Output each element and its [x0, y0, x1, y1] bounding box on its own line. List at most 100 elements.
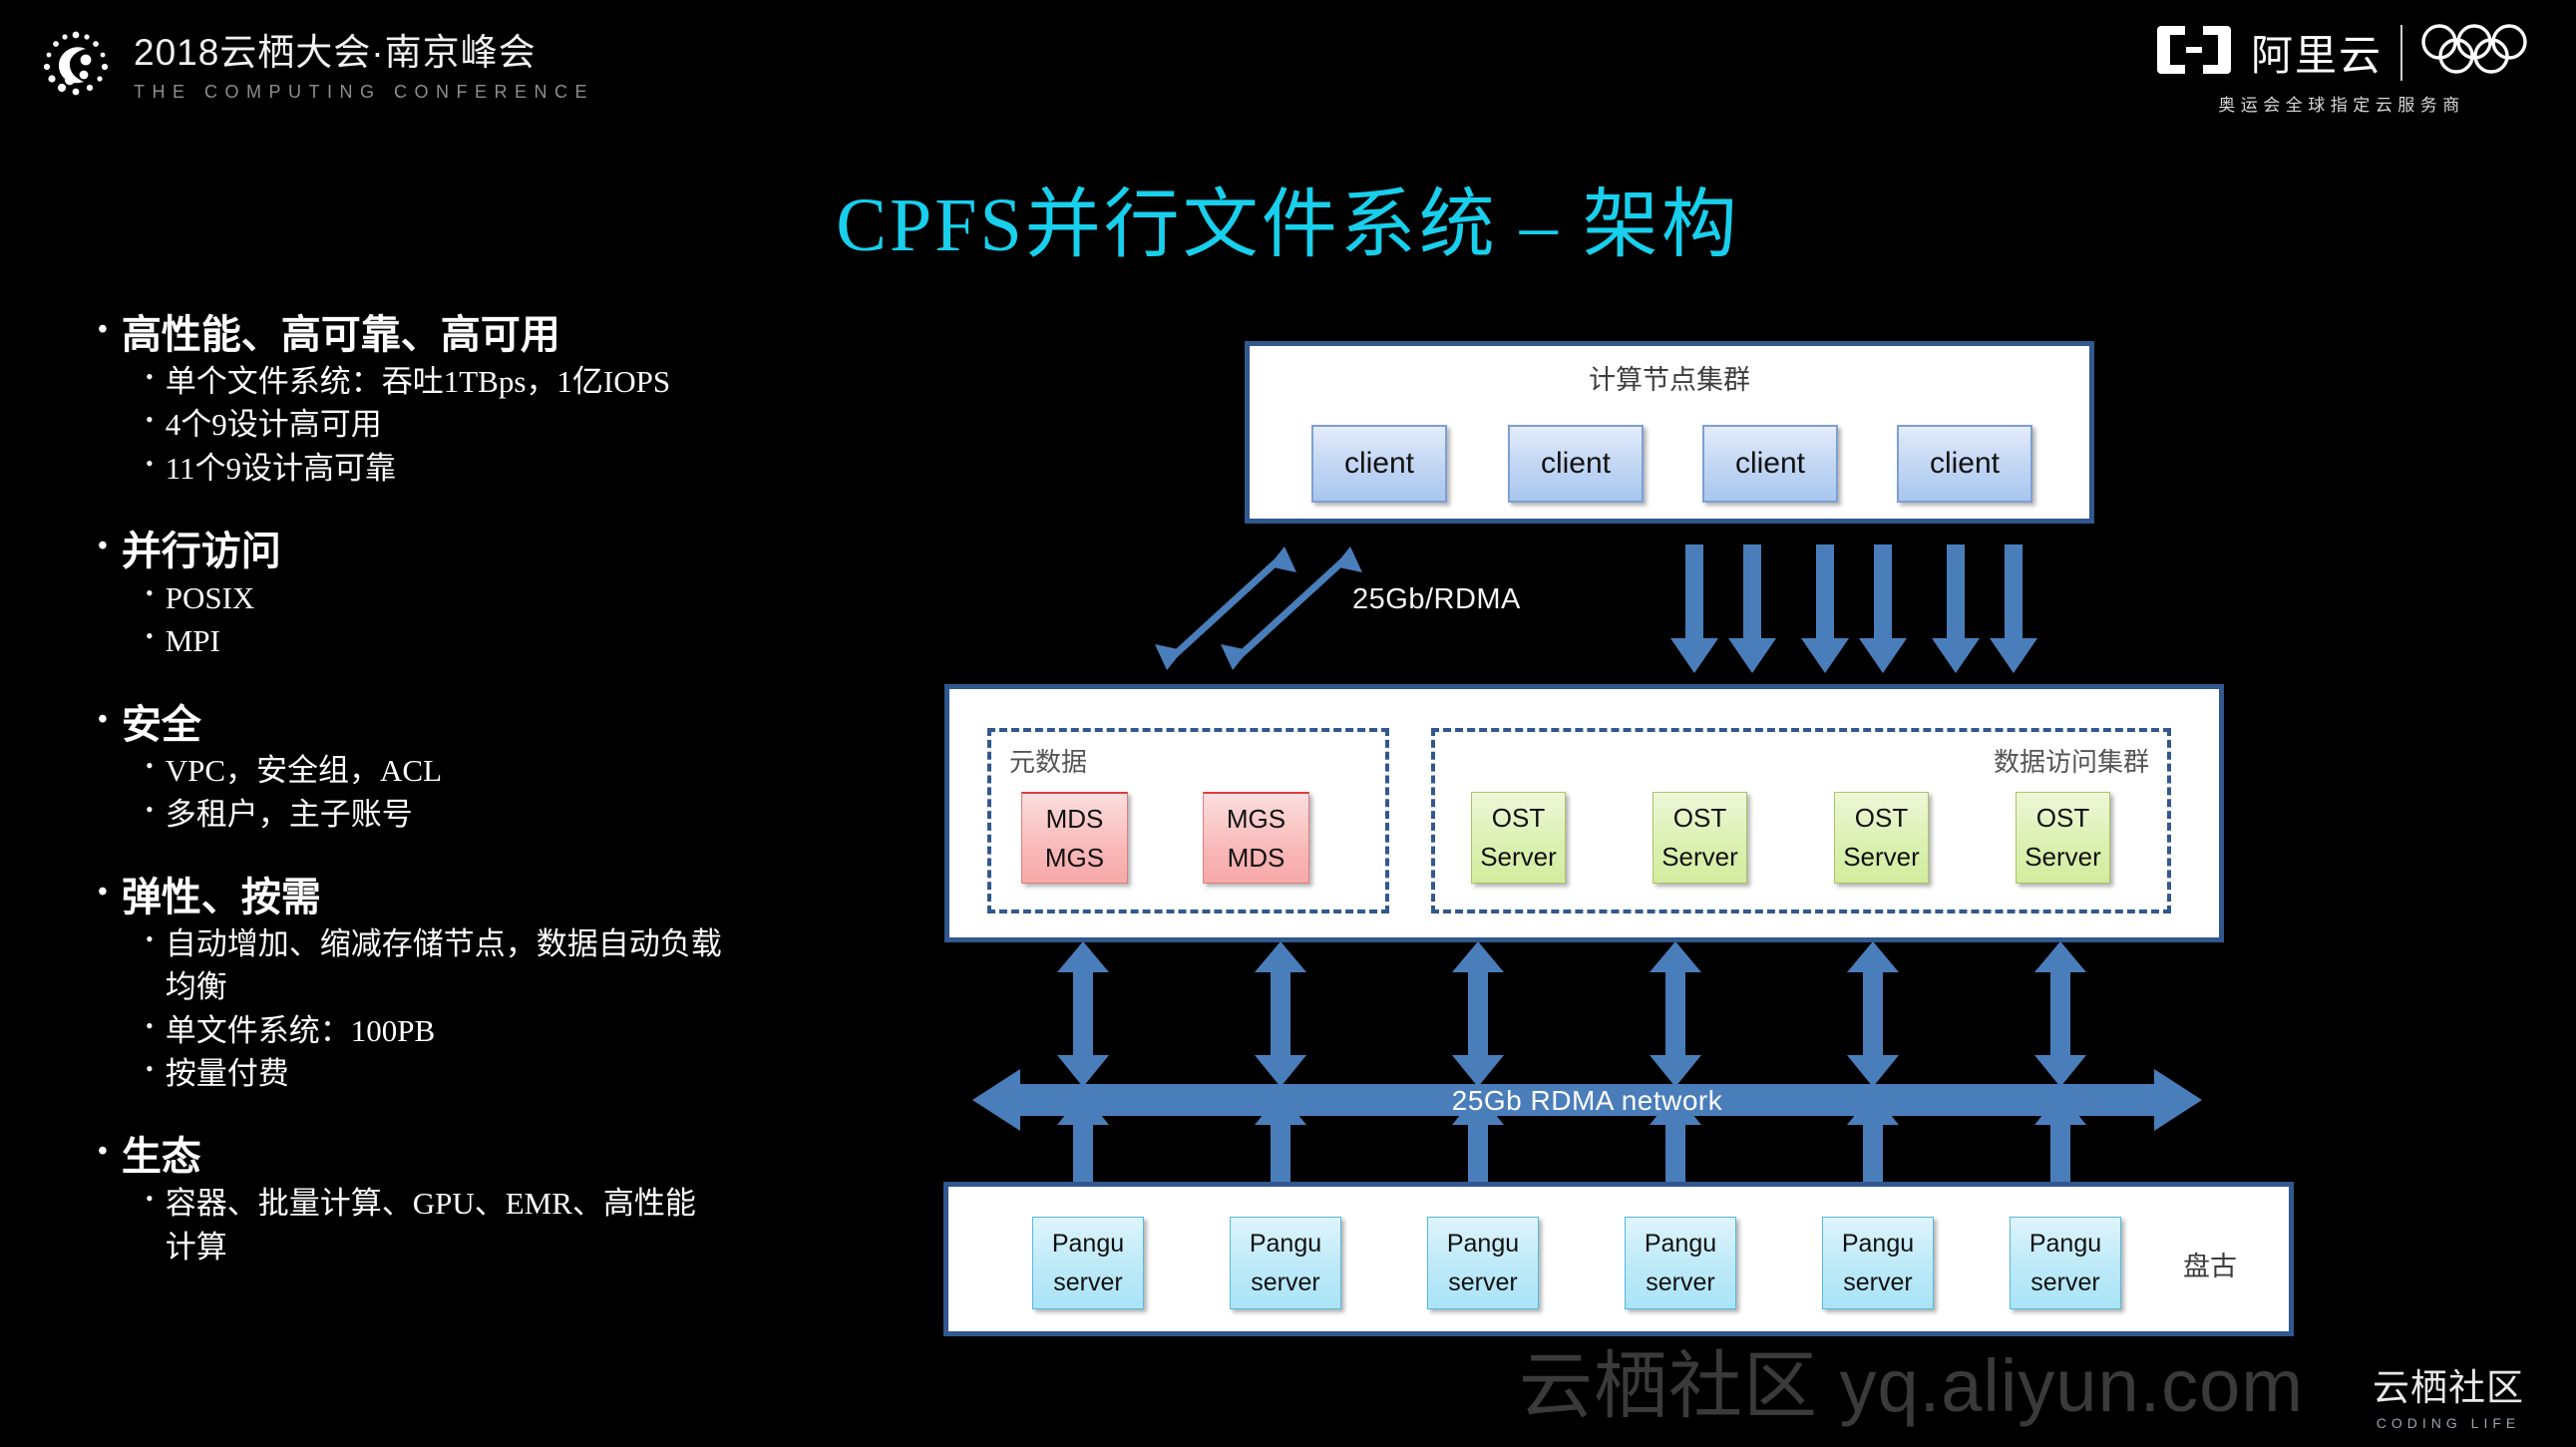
bullet-group: • 安全 • VPC，安全组，ACL • 多租户，主子账号	[98, 701, 896, 837]
bullet-sub-item: • 容器、批量计算、GPU、EMR、高性能计算	[146, 1182, 896, 1268]
pangu-node-line1: Pangu	[1644, 1229, 1717, 1258]
yunqi-logo-tagline: CODING LIFE	[2376, 1415, 2521, 1431]
bullet-dot-icon: •	[146, 579, 154, 605]
aliyun-brand: 阿里云 奥运会全球指定云服务商	[2155, 22, 2528, 116]
ost-node-line2: Server	[1843, 842, 1920, 872]
bullet-group: • 生态 • 容器、批量计算、GPU、EMR、高性能计算	[98, 1133, 896, 1268]
bullet-sub-item: • 11个9设计高可靠	[146, 447, 896, 490]
bullet-sub-item: • 单个文件系统：吞吐1TBps，1亿IOPS	[146, 360, 896, 403]
pangu-node-line1: Pangu	[1249, 1229, 1322, 1258]
bullet-heading: • 并行访问	[98, 528, 281, 573]
yunqi-logo-label: 云栖社区	[2373, 1367, 2524, 1408]
bullet-dot-icon: •	[98, 703, 108, 735]
client-node[interactable]: client	[1311, 425, 1447, 503]
pangu-node-line2: server	[1646, 1267, 1715, 1296]
watermark-text: 云栖社区 yq.aliyun.com	[1519, 1344, 2304, 1427]
mgs-node-line2: MDS	[1227, 842, 1286, 873]
aliyun-tagline: 奥运会全球指定云服务商	[2218, 96, 2465, 115]
yunqi-logo: 云栖社区 CODING LIFE	[2373, 1357, 2524, 1431]
olympic-rings-icon	[2420, 22, 2528, 83]
bullet-group: • 高性能、高可靠、高可用 • 单个文件系统：吞吐1TBps，1亿IOPS • …	[98, 311, 896, 490]
rdma-network-bar: 25Gb RDMA network	[972, 1069, 2202, 1131]
bullet-heading: • 弹性、按需	[98, 875, 321, 920]
pangu-node-line2: server	[1448, 1267, 1518, 1296]
bullet-sub-item: • 4个9设计高可用	[146, 403, 896, 446]
ost-server-node[interactable]: OST Server	[1653, 792, 1747, 884]
bullet-heading: • 高性能、高可靠、高可用	[98, 312, 560, 357]
conference-title: 2018云栖大会·南京峰会	[134, 32, 537, 73]
ost-node-line1: OST	[1672, 803, 1727, 833]
data-access-group-label: 数据访问集群	[1993, 748, 2149, 777]
ost-server-node[interactable]: OST Server	[1834, 792, 1929, 884]
storage-cluster-panel: 元数据 MDS MGS MGS MDS 数据访问集群 OST Server OS…	[944, 684, 2224, 942]
bullet-list: • 高性能、高可靠、高可用 • 单个文件系统：吞吐1TBps，1亿IOPS • …	[98, 311, 896, 1292]
bullet-dot-icon: •	[146, 450, 154, 476]
bullet-dot-icon: •	[146, 753, 154, 779]
brand-divider	[2400, 24, 2402, 81]
bullet-sub-item: • 单文件系统：100PB	[146, 1009, 896, 1052]
pangu-node-line2: server	[1843, 1267, 1913, 1296]
ost-node-line1: OST	[1491, 803, 1546, 833]
mds-node-line1: MDS	[1045, 803, 1104, 834]
pangu-cluster-panel: Pangu server Pangu server Pangu server P…	[943, 1182, 2294, 1336]
pangu-node-line2: server	[2030, 1267, 2100, 1296]
ost-server-node[interactable]: OST Server	[1471, 792, 1566, 884]
bullet-dot-icon: •	[146, 796, 154, 822]
bullet-group: • 弹性、按需 • 自动增加、缩减存储节点，数据自动负载均衡 • 单文件系统：1…	[98, 874, 896, 1095]
client-node[interactable]: client	[1702, 425, 1838, 503]
pangu-node-line1: Pangu	[1841, 1229, 1915, 1258]
mds-node-line2: MGS	[1044, 842, 1105, 873]
bullet-heading: • 安全	[98, 701, 201, 747]
pangu-cluster-label: 盘古	[2183, 1252, 2237, 1281]
bullet-sub-item: • MPI	[146, 619, 896, 662]
client-node[interactable]: client	[1897, 425, 2032, 503]
pangu-node-line2: server	[1251, 1267, 1320, 1296]
bullet-dot-icon: •	[98, 314, 108, 345]
bullet-dot-icon: •	[98, 877, 108, 908]
bullet-dot-icon: •	[146, 1056, 154, 1082]
pangu-server-node[interactable]: Pangu server	[1822, 1217, 1934, 1309]
ost-node-line1: OST	[1854, 803, 1909, 833]
pangu-node-line2: server	[1053, 1267, 1123, 1296]
page-title: CPFS并行文件系统 – 架构	[836, 183, 1740, 267]
bullet-sub-item: • 多租户，主子账号	[146, 793, 896, 836]
bullet-sub-item: • 按量付费	[146, 1052, 896, 1095]
mds-node[interactable]: MDS MGS	[1021, 792, 1128, 884]
bullet-heading: • 生态	[98, 1134, 201, 1180]
data-access-group: 数据访问集群 OST Server OST Server OST Server …	[1431, 728, 2171, 913]
bullet-group: • 并行访问 • POSIX • MPI	[98, 528, 896, 663]
conference-brand: 2018云栖大会·南京峰会 THE COMPUTING CONFERENCE	[40, 22, 594, 103]
aliyun-label: 阿里云	[2250, 32, 2383, 79]
compute-cluster-panel: 计算节点集群 client client client client	[1245, 341, 2094, 524]
link-bandwidth-label: 25Gb/RDMA	[1352, 583, 1521, 615]
bullet-dot-icon: •	[146, 1012, 154, 1038]
bullet-sub-item: • 自动增加、缩减存储节点，数据自动负载均衡	[146, 922, 896, 1009]
bullet-dot-icon: •	[146, 1186, 154, 1212]
pangu-server-node[interactable]: Pangu server	[1625, 1217, 1736, 1309]
metadata-group: 元数据 MDS MGS MGS MDS	[987, 728, 1389, 913]
pangu-server-node[interactable]: Pangu server	[1230, 1217, 1341, 1309]
rdma-bar-shape	[972, 1069, 2202, 1131]
bullet-sub-item: • POSIX	[146, 576, 896, 619]
conference-dots-logo-icon	[40, 27, 112, 99]
pangu-server-node[interactable]: Pangu server	[1427, 1217, 1539, 1309]
pangu-node-line1: Pangu	[2028, 1229, 2102, 1258]
bullet-dot-icon: •	[146, 407, 154, 433]
ost-node-line2: Server	[1661, 842, 1738, 872]
pangu-node-line1: Pangu	[1446, 1229, 1520, 1258]
pangu-server-node[interactable]: Pangu server	[2010, 1217, 2121, 1309]
ost-node-line2: Server	[1480, 842, 1557, 872]
ost-server-node[interactable]: OST Server	[2016, 792, 2110, 884]
client-node[interactable]: client	[1508, 425, 1644, 503]
mgs-node[interactable]: MGS MDS	[1203, 792, 1309, 884]
metadata-group-label: 元数据	[1009, 748, 1088, 777]
bullet-dot-icon: •	[146, 925, 154, 951]
compute-cluster-title: 计算节点集群	[1589, 365, 1750, 395]
bullet-dot-icon: •	[98, 530, 108, 561]
aliyun-bracket-logo-icon	[2155, 22, 2233, 83]
bullet-sub-item: • VPC，安全组，ACL	[146, 749, 896, 792]
pangu-server-node[interactable]: Pangu server	[1032, 1217, 1144, 1309]
bullet-dot-icon: •	[146, 623, 154, 649]
